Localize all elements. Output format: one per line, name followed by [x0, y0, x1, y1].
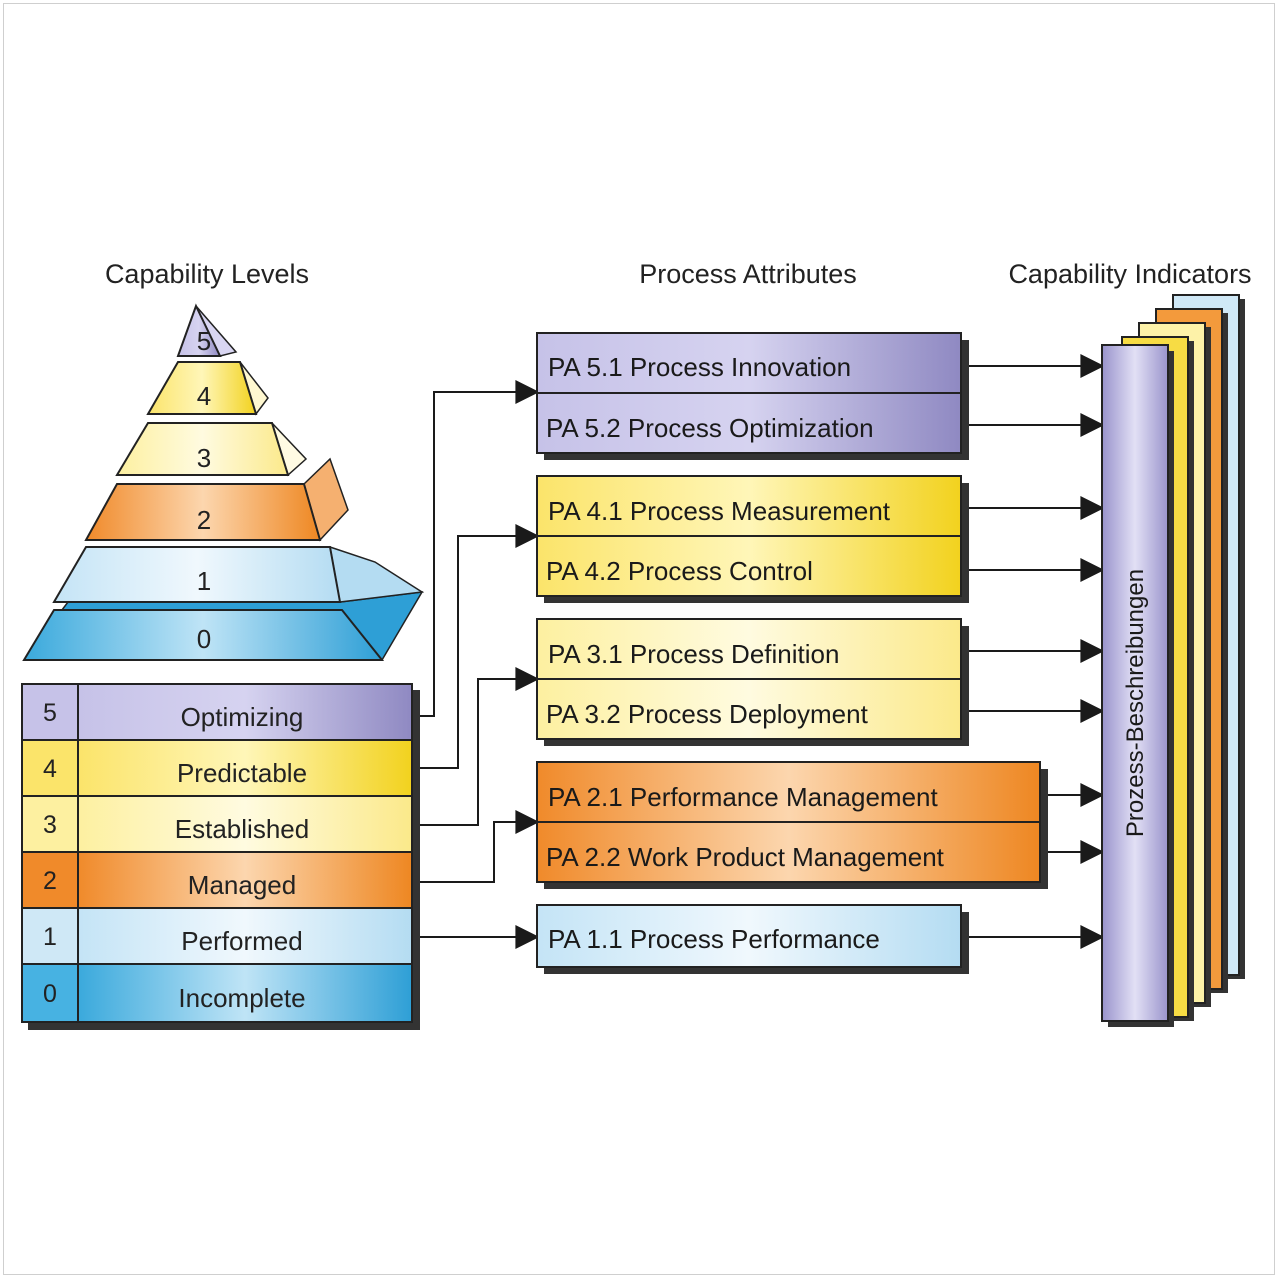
pyramid-level-5: [176, 303, 222, 357]
pa-box: [536, 904, 962, 968]
pa-box: [536, 678, 962, 740]
level-name: Performed: [181, 926, 302, 956]
level-number-cell: [21, 907, 79, 965]
pyramid-level-2: [84, 483, 322, 541]
pa-box: [536, 821, 1041, 883]
capability-levels-title: Capability Levels: [105, 259, 309, 289]
capability-indicators: Prozess-Beschreibungen: [1101, 294, 1245, 1027]
indicator-bar-label: Prozess-Beschreibungen: [1122, 569, 1149, 837]
pa-group-level-5: PA 5.1 Process Innovation PA 5.2 Process…: [536, 332, 969, 460]
pyramid-level-1: [52, 546, 342, 603]
level-name: Incomplete: [178, 983, 305, 1013]
level-row-5: 5 Optimizing: [21, 683, 413, 741]
level-name: Predictable: [177, 758, 307, 788]
indicator-bar-front: [1101, 344, 1169, 1022]
pyramid-label-4: 4: [197, 381, 211, 411]
level-number-cell: [21, 683, 79, 741]
pa-label: PA 1.1 Process Performance: [548, 924, 880, 954]
level-connectors: [420, 380, 540, 949]
pa-arrows: [969, 354, 1105, 949]
pa-label: PA 2.2 Work Product Management: [546, 842, 945, 872]
level-number: 0: [43, 980, 57, 1008]
pyramid-label-1: 1: [197, 566, 211, 596]
connector-level-5: [420, 380, 540, 717]
pyramid-label-0: 0: [197, 624, 211, 654]
pa-label: PA 2.1 Performance Management: [548, 782, 939, 812]
pyramid-label-5: 5: [197, 326, 211, 356]
pa-group-level-2: PA 2.1 Performance Management PA 2.2 Wor…: [536, 761, 1048, 889]
pa-label: PA 3.2 Process Deployment: [546, 699, 869, 729]
level-name-cell: [77, 907, 413, 965]
capability-pyramid: 5 4 3 2 1 0: [22, 303, 425, 661]
level-number: 3: [43, 811, 57, 839]
process-attributes: PA 5.1 Process Innovation PA 5.2 Process…: [536, 332, 1048, 974]
level-name-cell: [77, 851, 413, 909]
connector-level-3: [420, 667, 540, 826]
pa-box: [536, 392, 962, 454]
pyramid-level-0: [22, 609, 385, 661]
diagram-frame: [3, 3, 1275, 1275]
level-name: Managed: [188, 870, 296, 900]
pa-label: PA 4.1 Process Measurement: [548, 496, 891, 526]
level-number-cell: [21, 795, 79, 853]
pyramid-level-4: [146, 361, 258, 415]
level-row-0: 0 Incomplete: [21, 963, 413, 1023]
pa-label: PA 4.2 Process Control: [546, 556, 813, 586]
pa-box: [536, 618, 962, 680]
connector-level-2: [420, 810, 540, 883]
pyramid-label-3: 3: [197, 443, 211, 473]
pa-label: PA 5.2 Process Optimization: [546, 413, 874, 443]
pa-group-level-1: PA 1.1 Process Performance: [536, 904, 969, 974]
level-number: 5: [43, 699, 57, 727]
level-name-cell: [77, 739, 413, 797]
pyramid-level-1-side: [329, 545, 425, 603]
level-name-cell: [77, 683, 413, 741]
level-number: 1: [43, 923, 57, 951]
level-number: 4: [43, 755, 57, 783]
pa-box: [536, 535, 962, 597]
level-row-4: 4 Predictable: [21, 739, 413, 797]
pa-box: [536, 761, 1041, 823]
level-row-1: 1 Performed: [21, 907, 413, 965]
process-attributes-title: Process Attributes: [639, 259, 857, 289]
pyramid-label-2: 2: [197, 505, 211, 535]
level-table: 5 Optimizing 4 Predictable 3 Established…: [21, 683, 420, 1030]
pa-label: PA 3.1 Process Definition: [548, 639, 839, 669]
pa-box: [536, 475, 962, 537]
level-row-3: 3 Established: [21, 795, 413, 853]
level-name-cell: [77, 795, 413, 853]
level-row-2: 2 Managed: [21, 851, 413, 909]
level-number-cell: [21, 739, 79, 797]
pa-box: [536, 332, 962, 394]
connector-level-4: [420, 524, 540, 769]
level-name: Optimizing: [181, 702, 304, 732]
level-number: 2: [43, 867, 57, 895]
level-name: Established: [175, 814, 309, 844]
pa-group-level-4: PA 4.1 Process Measurement PA 4.2 Proces…: [536, 475, 969, 603]
pa-group-level-3: PA 3.1 Process Definition PA 3.2 Process…: [536, 618, 969, 746]
capability-indicators-title: Capability Indicators: [1008, 259, 1251, 289]
pyramid-level-3: [115, 422, 290, 476]
pa-label: PA 5.1 Process Innovation: [548, 352, 851, 382]
level-name-cell: [77, 963, 413, 1023]
